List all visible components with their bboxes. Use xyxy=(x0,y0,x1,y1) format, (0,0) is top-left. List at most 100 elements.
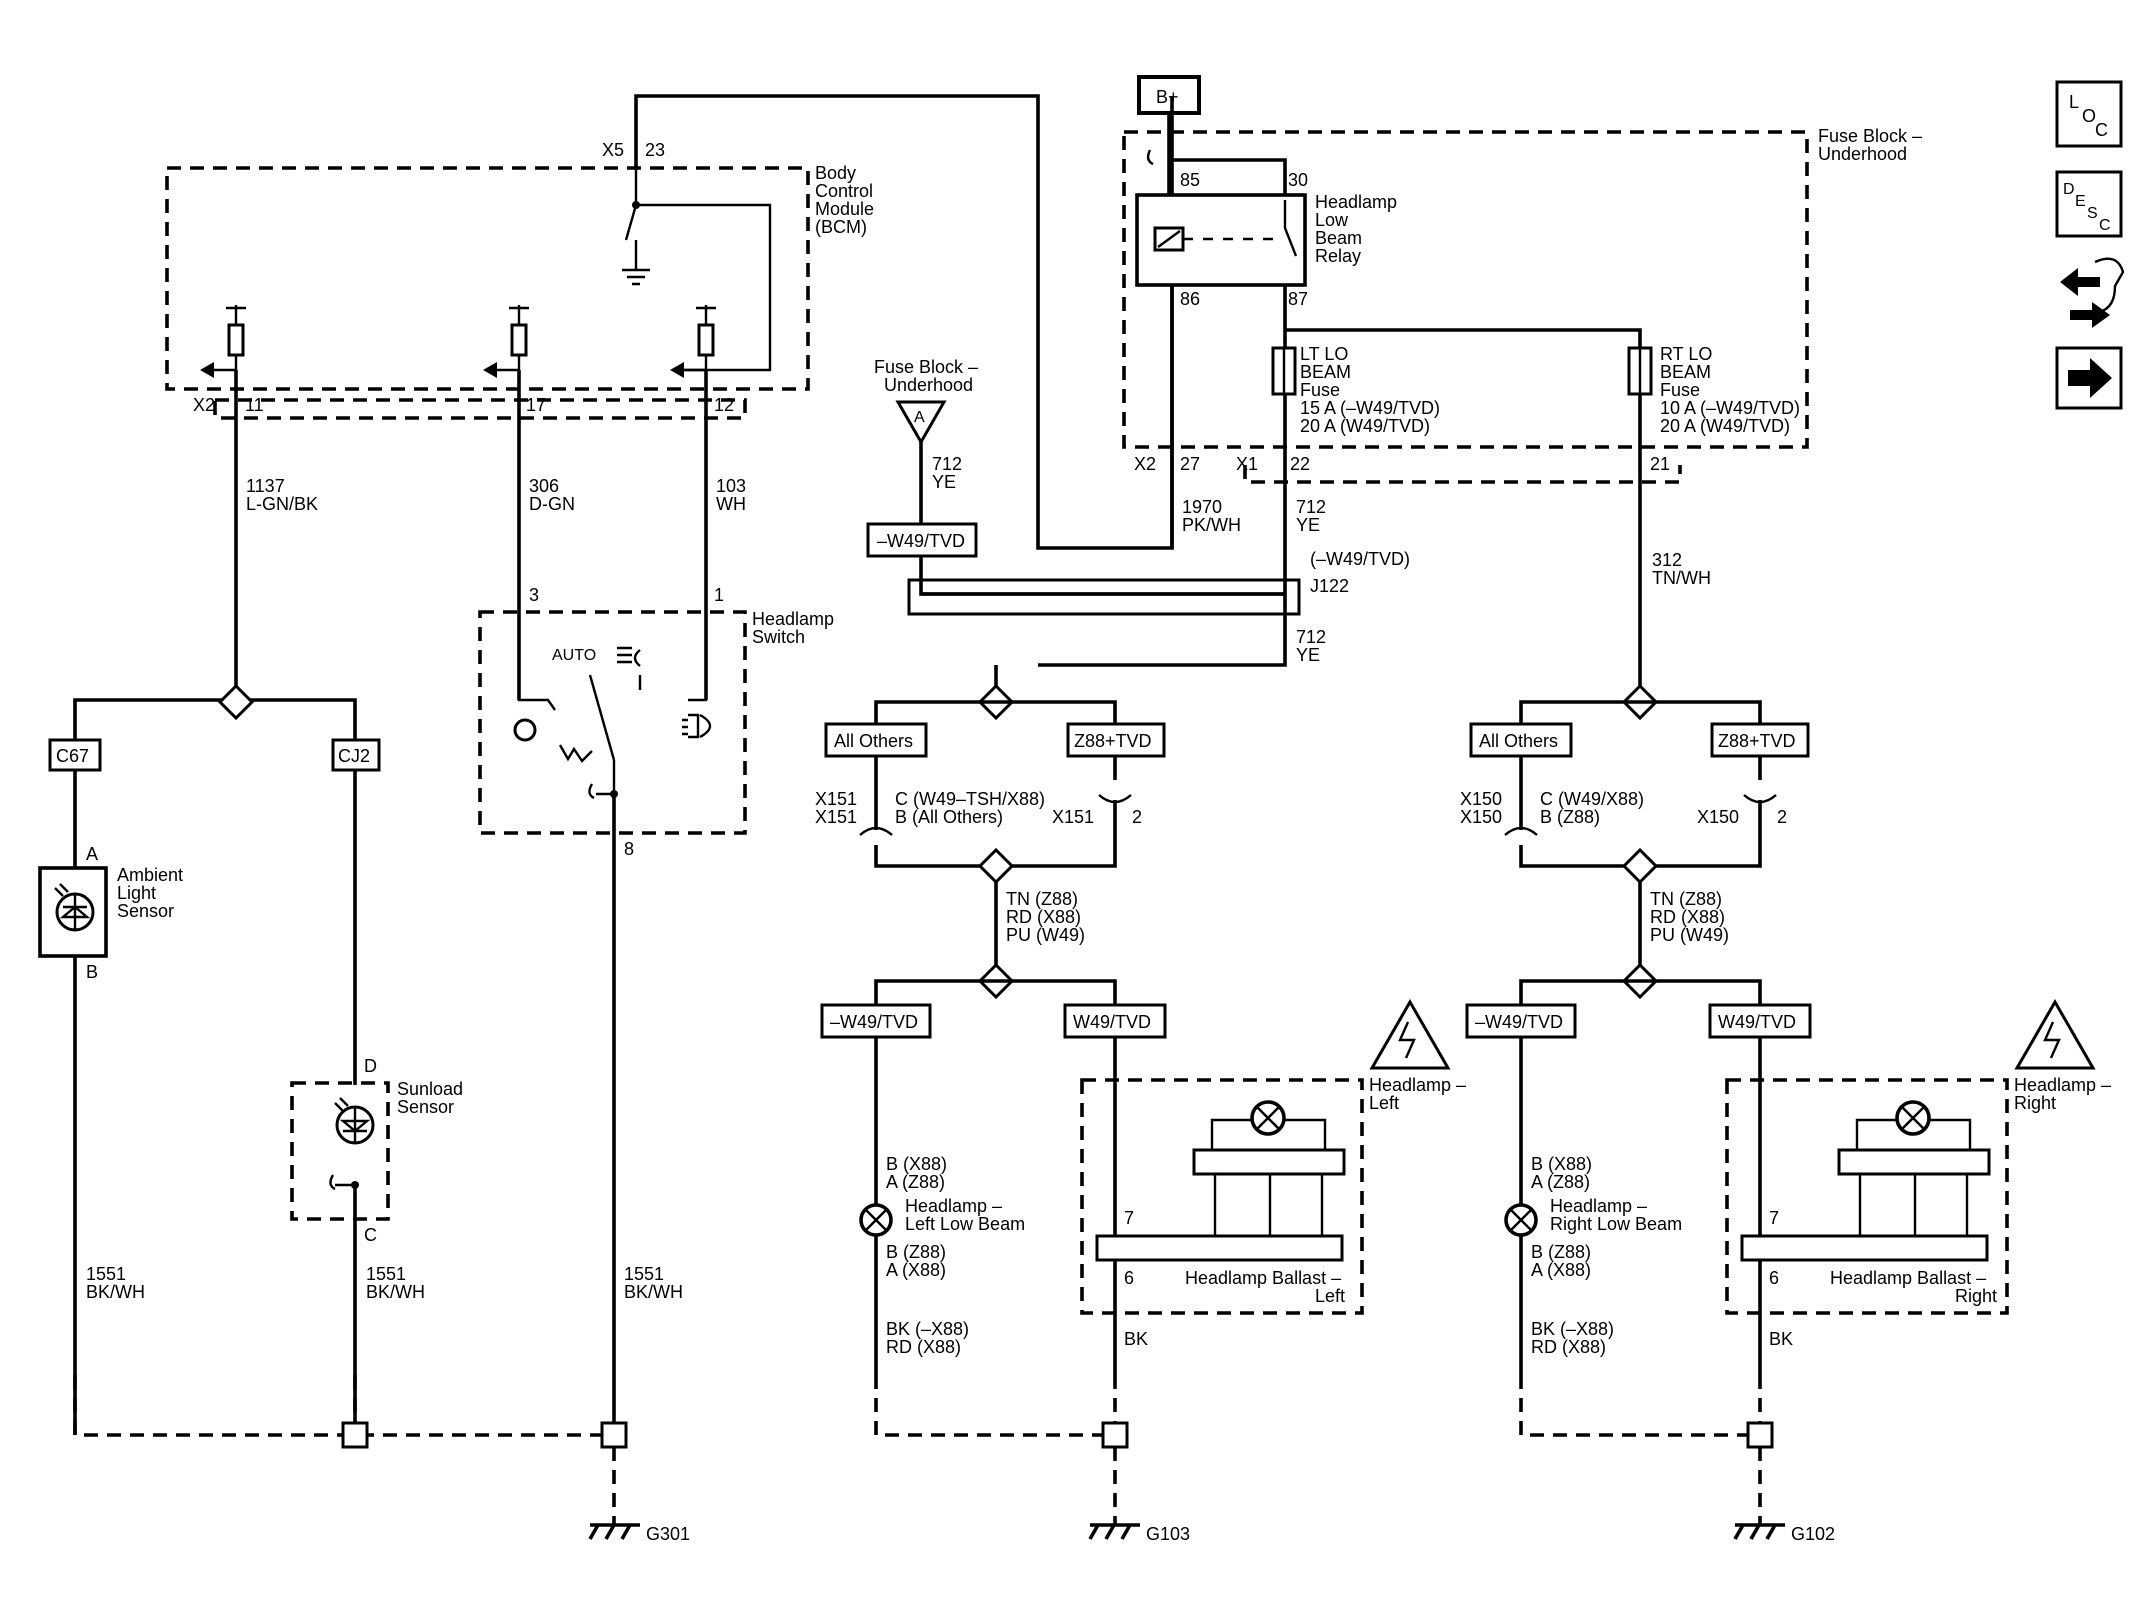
label-opts-c67: C67 xyxy=(56,746,89,766)
label-bcm-l4: (BCM) xyxy=(815,217,867,237)
label-left-lamp1: Headlamp – xyxy=(905,1196,1002,1216)
label-hswitch-p8: 8 xyxy=(624,839,634,859)
ground-symbol-g102: G102 xyxy=(1733,1523,1835,1544)
rt-fuse-label: RT LO BEAM Fuse 10 A (–W49/TVD) 20 A (W4… xyxy=(1660,344,1800,436)
label-hswitch-p3: 3 xyxy=(529,585,539,605)
label-grounds-w1551b: BK/WH xyxy=(624,1282,683,1302)
label-right-x150c: X150 xyxy=(1697,807,1739,827)
label-wires-w1137a: 1137 xyxy=(246,476,285,496)
headlamp-switch[interactable]: AUTO xyxy=(513,612,712,800)
label-opts-nw49L: –W49/TVD xyxy=(830,1012,918,1032)
label-left-p6: 6 xyxy=(1124,1268,1134,1288)
label-wires-j122: J122 xyxy=(1310,576,1349,596)
label-rtfuse-l5: 20 A (W49/TVD) xyxy=(1660,416,1790,436)
label-opts-z88R: Z88+TVD xyxy=(1718,731,1796,751)
next-arrow-button[interactable] xyxy=(2055,346,2123,410)
label-conn-x1: X1 xyxy=(1236,454,1258,474)
label-opts-w49L: W49/TVD xyxy=(1073,1012,1151,1032)
label-relay-l1: Headlamp xyxy=(1315,192,1397,212)
label-right-bk2: RD (X88) xyxy=(1531,1337,1606,1357)
label-rtfuse-l2: BEAM xyxy=(1660,362,1711,382)
headlamp-low-beam-relay[interactable] xyxy=(1135,193,1307,287)
label-bcm-l1: Body xyxy=(815,163,856,183)
battery-positive-label: B+ xyxy=(1137,75,1201,115)
label-left-p2: 2 xyxy=(1132,807,1142,827)
label-right-p6: 6 xyxy=(1769,1268,1779,1288)
label-left-b: B (All Others) xyxy=(895,807,1003,827)
label-fbu2-tri: A xyxy=(914,409,925,426)
label-ltfuse-l2: BEAM xyxy=(1300,362,1351,382)
lt-lo-beam-fuse[interactable] xyxy=(1271,346,1297,396)
label-wires-w1137b: L-GN/BK xyxy=(246,494,318,514)
connector-nav-icon[interactable] xyxy=(2060,257,2125,328)
bcm-input-12 xyxy=(670,305,716,378)
label-conn-p21: 21 xyxy=(1650,454,1670,474)
sunload-sensor xyxy=(290,1081,390,1221)
ground-splice-g301a xyxy=(341,1421,369,1449)
label-relay-p86: 86 xyxy=(1180,289,1200,309)
label-left-ground: G103 xyxy=(1146,1524,1190,1544)
splice-diamond-left-mid xyxy=(977,847,1015,885)
j122-splice-pack xyxy=(907,578,1301,616)
label-left-ballast2: Left xyxy=(1315,1286,1345,1306)
label-wires-w312b: TN/WH xyxy=(1652,568,1711,588)
label-fbu-l2: Underhood xyxy=(1818,144,1907,164)
relay-label: Headlamp Low Beam Relay xyxy=(1315,192,1397,266)
label-ambient-l1: Ambient xyxy=(117,865,183,885)
splice-diamond-1137 xyxy=(217,683,255,721)
ground-splice-g103 xyxy=(1101,1421,1129,1449)
label-relay-p87: 87 xyxy=(1288,289,1308,309)
label-rtfuse-l1: RT LO xyxy=(1660,344,1712,364)
label-wires-w312a: 312 xyxy=(1652,550,1682,570)
option-all-others-right: All Others xyxy=(1469,722,1573,758)
label-rtfuse-l3: Fuse xyxy=(1660,380,1700,400)
label-bcm-l3: Module xyxy=(815,199,874,219)
label-ambient-l3: Sensor xyxy=(117,901,174,921)
label-right-p7: 7 xyxy=(1769,1208,1779,1228)
label-left-hl1: Headlamp – xyxy=(1369,1075,1466,1095)
label-right-b: B (Z88) xyxy=(1540,807,1600,827)
label-bplus: B+ xyxy=(1156,87,1179,107)
label-fbu2-l2: Underhood xyxy=(884,375,973,395)
lt-fuse-label: LT LO BEAM Fuse 15 A (–W49/TVD) 20 A (W4… xyxy=(1300,344,1440,436)
label-hswitch-l2: Switch xyxy=(752,627,805,647)
loc-nav-button[interactable]: L O C xyxy=(2055,80,2123,148)
label-relay-l4: Relay xyxy=(1315,246,1361,266)
bcm-x2-connector xyxy=(213,398,747,420)
label-fbu-l1: Fuse Block – xyxy=(1818,126,1922,146)
ground-splice-g102 xyxy=(1746,1421,1774,1449)
label-right-lamp1: Headlamp – xyxy=(1550,1196,1647,1216)
headlamp-right-boundary xyxy=(1725,1078,2009,1315)
label-right-ba2: A (Z88) xyxy=(1531,1172,1590,1192)
splice-diamond-right-mid xyxy=(1621,847,1659,885)
rt-lo-beam-fuse[interactable] xyxy=(1627,346,1653,396)
label-left-ba1: B (X88) xyxy=(886,1154,947,1174)
desc-nav-button[interactable]: D E S C xyxy=(2055,170,2123,238)
label-opts-w49R: W49/TVD xyxy=(1718,1012,1796,1032)
label-right-ballast2: Right xyxy=(1955,1286,1997,1306)
label-left-bk: BK xyxy=(1124,1329,1148,1349)
label-left-ba3: B (Z88) xyxy=(886,1242,946,1262)
option-z88-tvd-left: Z88+TVD xyxy=(1066,722,1166,758)
label-right-x150a: X150 xyxy=(1460,789,1502,809)
option-nw49-tvd-top: –W49/TVD xyxy=(866,522,978,558)
fuse-block-x1-connector xyxy=(1243,465,1682,484)
label-grounds-g301: G301 xyxy=(646,1524,690,1544)
option-nw49-right: –W49/TVD xyxy=(1465,1003,1577,1039)
bcm-input-11 xyxy=(200,305,246,378)
option-all-others-left: All Others xyxy=(824,722,928,758)
label-left-ba2: A (Z88) xyxy=(886,1172,945,1192)
label-nav-loc_l: L xyxy=(2069,92,2079,112)
label-left-bk1: BK (–X88) xyxy=(886,1319,969,1339)
high-voltage-warning-left xyxy=(1369,998,1451,1070)
option-cj2: CJ2 xyxy=(331,738,381,772)
label-rtfuse-l4: 10 A (–W49/TVD) xyxy=(1660,398,1800,418)
label-grounds-w1551a: 1551 xyxy=(366,1264,406,1284)
label-nav-desc_c: C xyxy=(2099,217,2111,234)
label-hswitch-auto: AUTO xyxy=(552,647,596,664)
label-right-c1: TN (Z88) xyxy=(1650,889,1722,909)
label-relay-p30: 30 xyxy=(1288,170,1308,190)
label-right-c2: RD (X88) xyxy=(1650,907,1725,927)
ground-splice-g301b xyxy=(600,1421,628,1449)
